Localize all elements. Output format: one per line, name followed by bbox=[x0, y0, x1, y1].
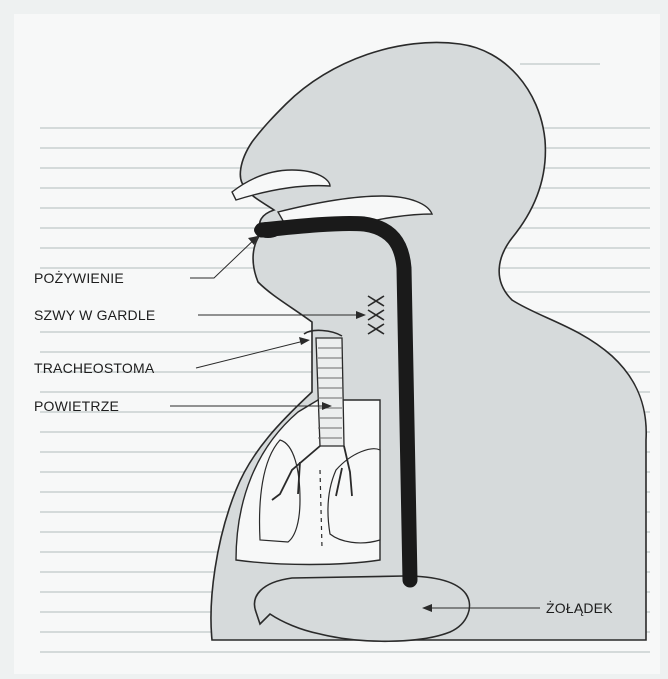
label-sutures: SZWY W GARDLE bbox=[34, 307, 155, 323]
food-bolus bbox=[254, 222, 282, 238]
trachea bbox=[316, 338, 344, 446]
label-tracheostomy: TRACHEOSTOMA bbox=[34, 360, 155, 376]
label-air: POWIETRZE bbox=[34, 398, 119, 414]
label-food: POŻYWIENIE bbox=[34, 269, 124, 286]
label-stomach: ŻOŁĄDEK bbox=[546, 599, 613, 616]
